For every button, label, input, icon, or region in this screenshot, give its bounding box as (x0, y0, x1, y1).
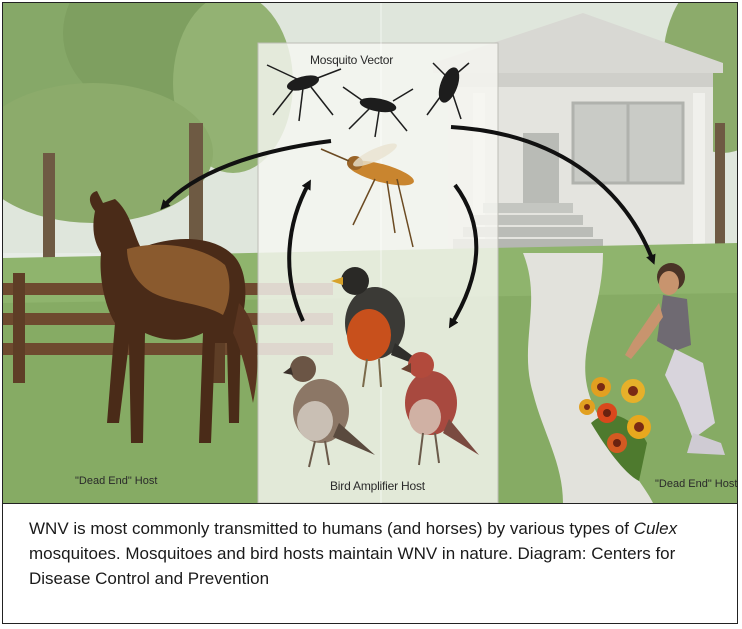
vector-label: Mosquito Vector (310, 53, 393, 67)
dead-end-host-label-horse: "Dead End" Host (75, 475, 157, 487)
caption-part-2: mosquitoes. Mosquitoes and bird hosts ma… (29, 544, 675, 588)
vector-host-panel (258, 43, 498, 503)
caption-part-1: WNV is most commonly transmitted to huma… (29, 519, 634, 538)
dead-end-host-label-human: "Dead End" Host (655, 478, 737, 490)
figure-caption: WNV is most commonly transmitted to huma… (3, 503, 737, 623)
transmission-cycle-diagram: Mosquito Vector Bird Amplifier Host "Dea… (3, 3, 737, 503)
caption-italic-genus: Culex (634, 519, 677, 538)
caption-text: WNV is most commonly transmitted to huma… (29, 516, 715, 591)
amplifier-host-label: Bird Amplifier Host (330, 479, 425, 493)
scene-illustration (3, 3, 737, 503)
